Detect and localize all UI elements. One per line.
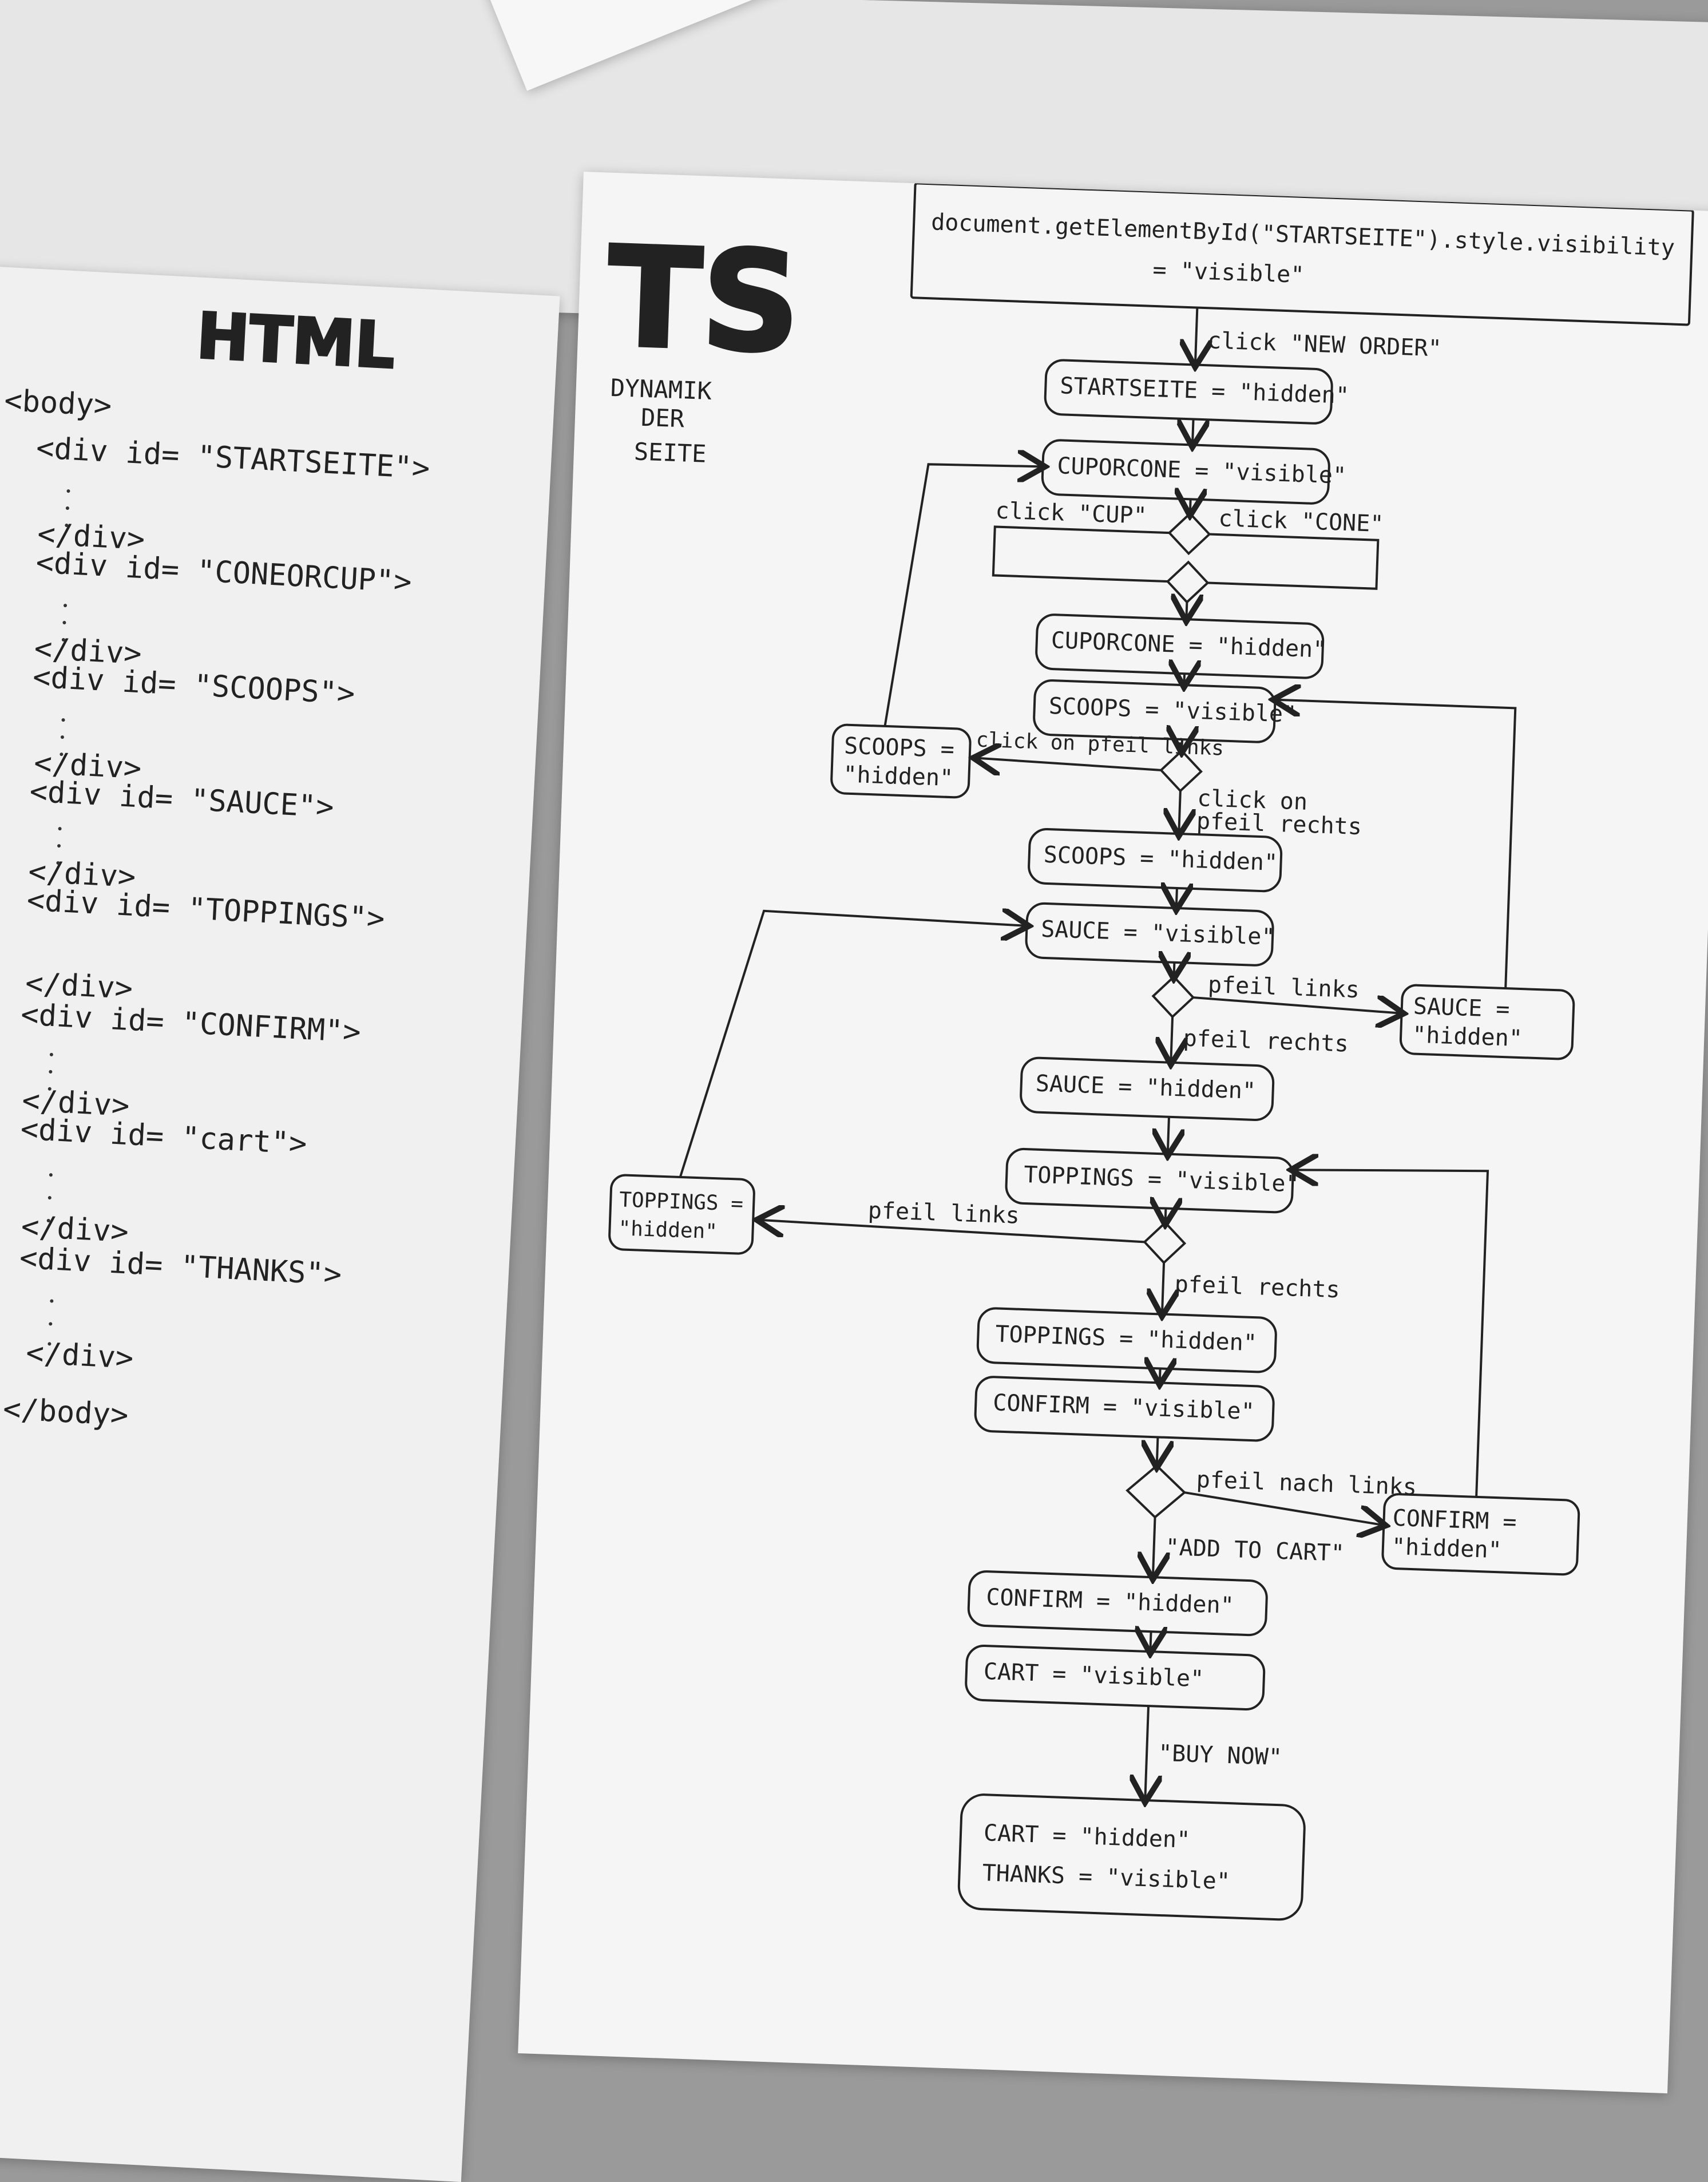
edge-label: click "CONE"	[1218, 505, 1384, 537]
node-label: CUPORCONE = "visible"	[1057, 453, 1347, 489]
code-line: <div id= "STARTSEITE">	[35, 431, 431, 486]
edge-label: click "CUP"	[995, 497, 1147, 529]
code-line: <div id= "CONFIRM">	[20, 997, 362, 1050]
code-line: </div>	[25, 1336, 134, 1376]
code-line: </div>	[37, 517, 146, 557]
edge-label: pfeil nach links	[1196, 1467, 1417, 1500]
node-label: "hidden"	[618, 1217, 718, 1244]
node-toppings-hidden-back	[608, 1174, 755, 1255]
code-line: </div>	[21, 1210, 130, 1250]
code-line: <body>	[3, 383, 113, 423]
node-label: "hidden"	[843, 761, 954, 791]
node-label: SAUCE = "hidden"	[1035, 1071, 1257, 1104]
ts-subtitle-line: SEITE	[633, 437, 707, 468]
node-label: TOPPINGS =	[619, 1188, 744, 1216]
start-box-line: document.getElementById("STARTSEITE").st…	[930, 209, 1675, 261]
node-label: TOPPINGS = "hidden"	[995, 1321, 1258, 1356]
code-line: </div>	[25, 966, 134, 1006]
ts-subtitle-line: DYNAMIK	[610, 374, 712, 405]
code-line: <div id= "SAUCE">	[29, 774, 335, 825]
node-toppings-hidden	[976, 1307, 1277, 1373]
node-label: SCOOPS =	[843, 733, 954, 763]
node-confirm-hidden	[967, 1570, 1268, 1637]
ts-sheet: TS DYNAMIK DER SEITE	[518, 172, 1708, 2094]
edge-label: "BUY NOW"	[1158, 1740, 1282, 1771]
code-line: </div>	[33, 631, 142, 671]
node-confirm-visible	[974, 1376, 1275, 1442]
ts-flowchart: TS DYNAMIK DER SEITE	[604, 182, 1694, 1921]
ts-heading: TS	[605, 217, 803, 384]
node-label: "hidden"	[1391, 1534, 1502, 1564]
node-label: STARTSEITE = "hidden"	[1060, 373, 1350, 409]
decision-cup-cone	[1167, 512, 1211, 556]
edge-label: pfeil links	[1207, 972, 1360, 1003]
node-startseite-hidden	[1044, 359, 1333, 425]
edge-label: pfeil links	[867, 1197, 1020, 1229]
node-label: SAUCE = "visible"	[1040, 916, 1275, 951]
node-label: CONFIRM = "hidden"	[986, 1584, 1235, 1619]
html-sheet: HTML <body> <div id= "STARTSEITE"> </div…	[0, 263, 560, 2182]
code-line: <div id= "CONEORCUP">	[35, 545, 413, 599]
code-line: <div id= "cart">	[19, 1112, 307, 1161]
code-line: </div>	[33, 746, 142, 786]
code-line: <div id= "SCOOPS">	[32, 660, 356, 711]
edge-label: pfeil rechts	[1183, 1025, 1349, 1058]
decision-confirm	[1126, 1464, 1187, 1519]
edge-label: click on	[1197, 785, 1308, 815]
decision-toppings	[1143, 1221, 1187, 1265]
node-label: CART = "visible"	[983, 1658, 1204, 1692]
html-heading: HTML	[195, 299, 397, 383]
node-final	[957, 1793, 1306, 1921]
edge-label: pfeil rechts	[1196, 808, 1362, 840]
node-confirm-hidden-back	[1381, 1493, 1580, 1576]
code-line: </div>	[27, 854, 137, 894]
node-label: CUPORCONE = "hidden"	[1051, 627, 1327, 663]
edge-label: pfeil rechts	[1174, 1271, 1340, 1303]
code-line: </div>	[21, 1083, 130, 1123]
ts-subtitle-line: DER	[640, 403, 685, 433]
code-line: <div id= "THANKS">	[19, 1241, 343, 1292]
code-line: <div id= "TOPPINGS">	[26, 883, 385, 936]
code-line: </body>	[2, 1392, 129, 1432]
node-label: SCOOPS = "visible"	[1048, 693, 1297, 728]
node-sauce-hidden	[1020, 1056, 1275, 1121]
start-box-line: = "visible"	[1152, 257, 1305, 288]
flow-lines	[608, 182, 1694, 1921]
dot-marks	[46, 489, 70, 1346]
node-scoops-hidden	[1028, 827, 1283, 893]
node-label: THANKS = "visible"	[982, 1860, 1231, 1895]
node-label: CART = "hidden"	[983, 1820, 1191, 1854]
node-label: SCOOPS = "hidden"	[1043, 842, 1278, 876]
node-label: SAUCE =	[1413, 993, 1510, 1023]
node-cart-visible	[965, 1644, 1266, 1711]
node-label: TOPPINGS = "visible"	[1023, 1162, 1299, 1198]
merge-cup-cone	[1166, 560, 1210, 604]
edge-label: click on pfeil links	[976, 728, 1224, 761]
node-sauce-hidden-back	[1399, 984, 1575, 1060]
edge-label: click "NEW ORDER"	[1207, 327, 1443, 362]
node-label: CONFIRM = "visible"	[993, 1389, 1255, 1425]
node-label: CONFIRM =	[1392, 1505, 1517, 1536]
html-sheet-drawing: HTML <body> <div id= "STARTSEITE"> </div…	[2, 298, 431, 1433]
start-box	[910, 182, 1694, 326]
edge-label: "ADD TO CART"	[1165, 1534, 1345, 1567]
node-scoops-hidden-back	[830, 723, 972, 799]
node-label: "hidden"	[1412, 1021, 1523, 1052]
decision-sauce	[1151, 975, 1195, 1019]
